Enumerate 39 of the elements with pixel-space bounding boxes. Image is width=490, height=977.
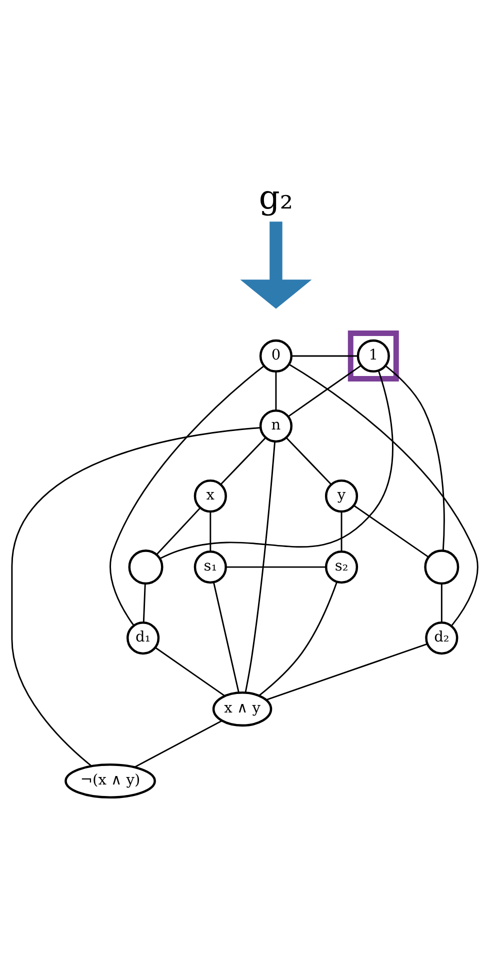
connector: [440, 584, 442, 622]
connector: [226, 566, 326, 568]
connector: [244, 442, 276, 693]
connector: [156, 507, 201, 555]
cluster: [348, 330, 399, 382]
node-circle: s₂: [324, 550, 358, 584]
connector: [288, 364, 362, 418]
connector: [220, 437, 266, 485]
connector: [155, 647, 226, 697]
node-circle: n: [259, 409, 293, 443]
arrow: [240, 222, 312, 309]
node-circle: x: [194, 480, 227, 513]
node-circle: d₂: [425, 622, 458, 655]
node-circle: y: [324, 480, 358, 513]
node-circle: d₁: [126, 622, 160, 655]
node-circle: [424, 550, 460, 585]
connector: [142, 584, 146, 622]
connector: [134, 720, 222, 768]
connector: [275, 372, 277, 411]
node-circle: 1: [356, 339, 390, 373]
connector: [340, 512, 342, 552]
connector: [353, 504, 429, 558]
connector: [110, 365, 264, 626]
connector: [212, 582, 240, 693]
node-circle: [128, 550, 164, 585]
connector: [292, 355, 358, 357]
connector: [385, 365, 445, 551]
connector: [210, 512, 212, 552]
node-ellipse: ¬(x ∧ y): [64, 763, 156, 798]
connector: [258, 582, 338, 696]
node-circle: 0: [259, 339, 293, 373]
node-ellipse: x ∧ y: [212, 692, 272, 727]
connector: [286, 437, 332, 485]
connector: [11, 427, 260, 767]
connector: [160, 370, 394, 560]
node-text: g₂: [258, 178, 294, 217]
connector: [288, 364, 478, 626]
node-circle: s₁: [194, 550, 227, 584]
connector: [266, 643, 428, 700]
